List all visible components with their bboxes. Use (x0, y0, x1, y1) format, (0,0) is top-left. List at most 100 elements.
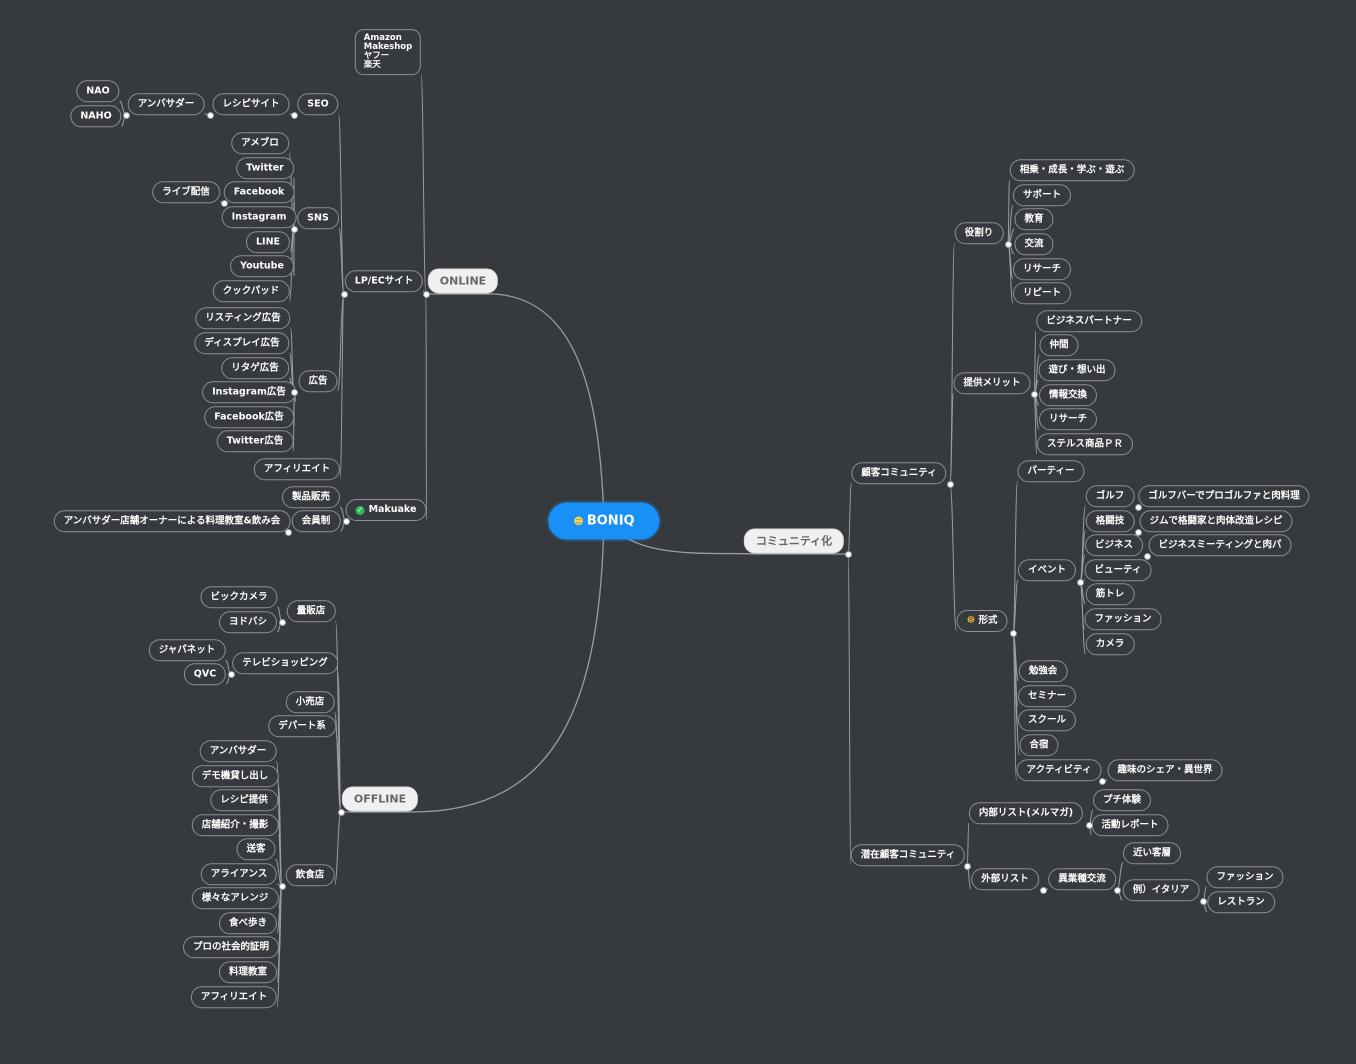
node-training[interactable]: 筋トレ (1085, 583, 1135, 605)
node-external-list[interactable]: 外部リスト (971, 868, 1039, 890)
node-food-tour[interactable]: 食べ歩き (218, 912, 278, 934)
node-customer-comm[interactable]: 顧客コミュニティ (851, 462, 947, 484)
collapse-toggle[interactable] (227, 670, 235, 678)
collapse-toggle[interactable] (1009, 629, 1017, 637)
node-friends[interactable]: 仲間 (1039, 334, 1079, 356)
collapse-toggle[interactable] (278, 882, 286, 890)
node-online[interactable]: ONLINE (427, 268, 499, 294)
node-ambassador-off[interactable]: アンバサダー (199, 740, 277, 762)
node-event[interactable]: イベント (1017, 559, 1077, 581)
collapse-toggle[interactable] (337, 808, 345, 816)
node-line[interactable]: LINE (245, 231, 291, 253)
node-send-customer[interactable]: 送客 (236, 838, 276, 860)
node-golf[interactable]: ゴルフ (1085, 485, 1135, 507)
node-internal-list[interactable]: 内部リスト(メルマガ) (968, 802, 1084, 824)
node-lpec[interactable]: LP/ECサイト (344, 270, 424, 292)
collapse-toggle[interactable] (1199, 897, 1207, 905)
collapse-toggle[interactable] (342, 517, 350, 525)
collapse-toggle[interactable] (122, 111, 130, 119)
node-affiliate-online[interactable]: アフィリエイト (253, 458, 341, 480)
collapse-toggle[interactable] (290, 111, 298, 119)
node-support[interactable]: サポート (1012, 184, 1072, 206)
node-nao[interactable]: NAO (76, 80, 120, 102)
node-camera[interactable]: カメラ (1085, 633, 1135, 655)
collapse-toggle[interactable] (340, 290, 348, 298)
node-activity-report[interactable]: 活動レポート (1091, 814, 1169, 836)
collapse-toggle[interactable] (844, 550, 852, 558)
node-youtube[interactable]: Youtube (230, 255, 294, 277)
node-membership[interactable]: 会員制 (291, 510, 341, 532)
collapse-toggle[interactable] (284, 528, 292, 536)
node-restaurant[interactable]: 飲食店 (285, 864, 335, 886)
node-department[interactable]: デパート系 (268, 715, 336, 737)
node-synergy[interactable]: 相乗・成長・学ぶ・遊ぶ (1009, 159, 1135, 181)
collapse-toggle[interactable] (290, 388, 298, 396)
node-cookpad[interactable]: クックパッド (212, 280, 290, 302)
node-benefits[interactable]: 提供メリット (953, 372, 1031, 394)
node-ambassador-class[interactable]: アンバサダー店舗オーナーによる料理教室&飲み会 (53, 510, 291, 532)
collapse-toggle[interactable] (278, 618, 286, 626)
node-bic-camera[interactable]: ビックカメラ (200, 586, 278, 608)
node-instagram-ad[interactable]: Instagram広告 (202, 381, 296, 403)
node-product-sales[interactable]: 製品販売 (281, 486, 341, 508)
node-business[interactable]: ビジネス (1084, 534, 1144, 556)
node-recipe-provide[interactable]: レシピ提供 (210, 789, 278, 811)
node-twitter[interactable]: Twitter (236, 157, 294, 179)
node-repeat[interactable]: リピート (1012, 282, 1072, 304)
node-beauty[interactable]: ビューティ (1084, 559, 1152, 581)
node-ambassador-seo[interactable]: アンバサダー (127, 93, 205, 115)
node-root[interactable]: ☻BONIQ (548, 502, 660, 540)
node-activity[interactable]: アクティビティ (1016, 759, 1102, 781)
collapse-toggle[interactable] (1134, 528, 1142, 536)
node-recipe-site[interactable]: レシピサイト (212, 93, 290, 115)
node-makuake[interactable]: ✓Makuake (345, 499, 427, 521)
node-gym[interactable]: ジムで格闘家と肉体改造レシピ (1139, 510, 1293, 532)
node-alliance[interactable]: アライアンス (200, 863, 278, 885)
node-stealth-pr[interactable]: ステルス商品ＰＲ (1036, 433, 1134, 455)
node-italy[interactable]: 例）イタリア (1122, 879, 1200, 901)
node-fashion-event[interactable]: ファッション (1084, 608, 1162, 630)
collapse-toggle[interactable] (206, 111, 214, 119)
node-live[interactable]: ライブ配信 (152, 181, 220, 203)
node-pro-proof[interactable]: プロの社会的証明 (182, 936, 280, 958)
node-play-memory[interactable]: 遊び・想い出 (1038, 359, 1116, 381)
collapse-toggle[interactable] (220, 199, 228, 207)
collapse-toggle[interactable] (422, 290, 430, 298)
collapse-toggle[interactable] (1085, 821, 1093, 829)
node-arrange[interactable]: 様々なアレンジ (191, 887, 279, 909)
node-naho[interactable]: NAHO (70, 105, 122, 127)
node-fashion-ext[interactable]: ファッション (1206, 866, 1284, 888)
node-small-shop[interactable]: 小売店 (285, 691, 335, 713)
node-research-benefit[interactable]: リサーチ (1038, 408, 1098, 430)
node-yodobashi[interactable]: ヨドバシ (218, 611, 278, 633)
node-seo[interactable]: SEO (297, 93, 339, 115)
node-school[interactable]: スクール (1017, 709, 1077, 731)
node-ameblo[interactable]: アメブロ (231, 132, 289, 154)
node-cross-industry[interactable]: 異業種交流 (1048, 868, 1116, 890)
node-roles[interactable]: 役割り (954, 222, 1004, 244)
node-shop-intro[interactable]: 店舗紹介・撮影 (191, 814, 279, 836)
node-ads[interactable]: 広告 (298, 370, 338, 392)
node-biz-meeting[interactable]: ビジネスミーティングと肉パ (1148, 534, 1292, 556)
collapse-toggle[interactable] (1004, 240, 1012, 248)
collapse-toggle[interactable] (1098, 777, 1106, 785)
node-study[interactable]: 勉強会 (1018, 660, 1068, 682)
collapse-toggle[interactable] (1113, 886, 1121, 894)
node-listing-ad[interactable]: リスティング広告 (195, 307, 291, 329)
node-affiliate-off[interactable]: アフィリエイト (190, 986, 278, 1008)
node-facebook-ad[interactable]: Facebook広告 (204, 406, 294, 428)
collapse-toggle[interactable] (963, 862, 971, 870)
node-demo-lend[interactable]: デモ機貸し出し (191, 765, 279, 787)
node-biz-partner[interactable]: ビジネスパートナー (1036, 310, 1142, 332)
node-community[interactable]: コミュニティ化 (743, 528, 845, 554)
node-display-ad[interactable]: ディスプレイ広告 (194, 332, 290, 354)
node-instagram[interactable]: Instagram (221, 206, 297, 228)
node-camp[interactable]: 合宿 (1019, 734, 1059, 756)
node-seminar[interactable]: セミナー (1017, 685, 1077, 707)
node-facebook[interactable]: Facebook (223, 181, 295, 203)
node-research-role[interactable]: リサーチ (1012, 258, 1072, 280)
node-mass-retailer[interactable]: 量販店 (286, 600, 336, 622)
node-hobby[interactable]: 趣味のシェア・異世界 (1107, 759, 1223, 781)
node-exchange[interactable]: 交流 (1014, 233, 1054, 255)
